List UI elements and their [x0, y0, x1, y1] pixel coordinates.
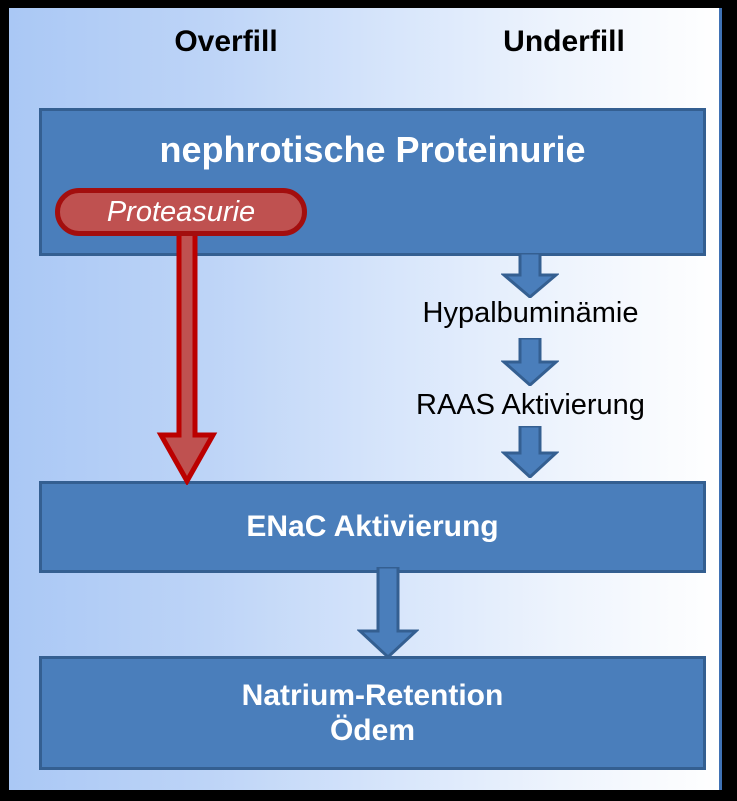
blue-arrow-down-icon-1 — [501, 253, 559, 298]
node-label-natrium-group: Natrium-Retention Ödem — [242, 678, 504, 749]
node-label-proteinurie: nephrotische Proteinurie — [159, 129, 586, 170]
diagram-canvas: Overfill Underfill nephrotische Proteinu… — [9, 8, 722, 790]
node-label-natrium-retention: Natrium-Retention — [241, 678, 504, 712]
node-enac-aktivierung: ENaC Aktivierung — [39, 481, 706, 573]
node-natrium-retention-oedem: Natrium-Retention Ödem — [39, 656, 706, 770]
column-heading-overfill: Overfill — [174, 25, 278, 58]
red-arrow-down-icon — [156, 230, 218, 485]
node-label-proteasurie: Proteasurie — [106, 195, 256, 228]
column-heading-underfill: Underfill — [503, 25, 625, 58]
node-proteasurie-pill: Proteasurie — [55, 188, 307, 236]
label-hypalbuminaemie: Hypalbuminämie — [422, 297, 639, 329]
blue-arrow-down-icon-4 — [357, 567, 419, 659]
label-raas-aktivierung: RAAS Aktivierung — [416, 389, 645, 421]
blue-arrow-down-icon-2 — [501, 338, 559, 386]
blue-arrow-down-icon-3 — [501, 426, 559, 478]
node-label-oedem: Ödem — [329, 714, 415, 747]
node-label-enac: ENaC Aktivierung — [246, 510, 499, 544]
